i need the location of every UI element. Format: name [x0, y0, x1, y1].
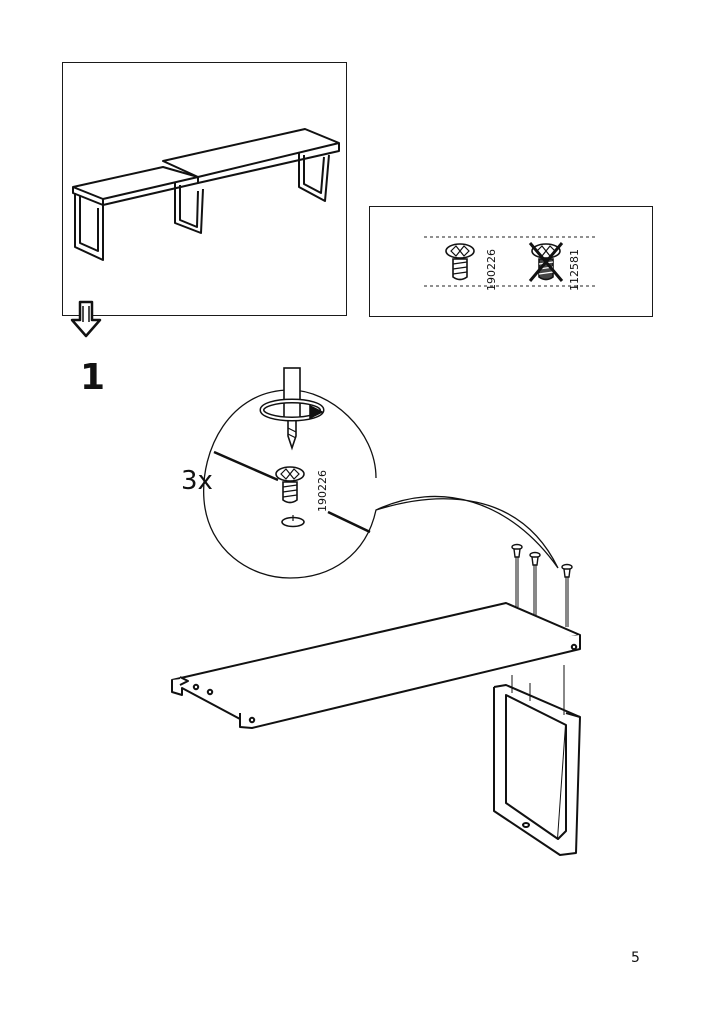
bench-assembly-illustration: [171, 543, 581, 856]
parts-dashed-lines: [424, 236, 598, 287]
allowed-screw-code: 190226: [485, 249, 498, 291]
screwdriver-rotate-icon: [259, 367, 325, 451]
parts-panel: 190226 112581: [369, 206, 653, 317]
overview-panel: [62, 62, 347, 316]
page-number: 5: [631, 950, 640, 966]
callout-screw-code: 190226: [316, 470, 329, 512]
forbidden-screw-code: 112581: [568, 249, 581, 291]
down-arrow-icon: [70, 300, 102, 338]
bench-extended-illustration: [72, 128, 340, 261]
step-number: 1: [80, 357, 106, 398]
screw-icon: [445, 243, 475, 281]
crossed-out-screw-icon: [528, 242, 564, 282]
screw-hole-icon: [281, 515, 305, 528]
quantity-label: 3x: [181, 466, 213, 496]
screw-icon: [275, 466, 305, 504]
